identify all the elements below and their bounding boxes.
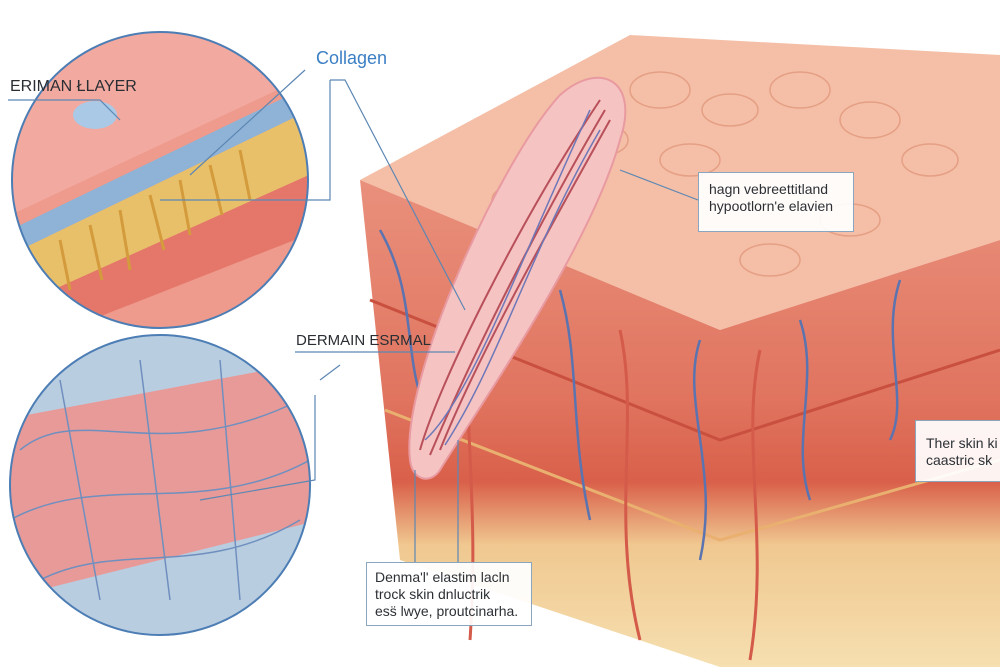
epidermal-layer-label: ERIMAN ŁLAYER [10,78,137,95]
callout-line: hypootlorn'e elavien [709,198,834,214]
collagen-fiber-bundle [408,76,627,480]
epidermis-magnified-circle [11,31,309,329]
skin-surface [360,35,1000,330]
callout-bottom-center: Denma'l' elastim lacln trock skin dnluct… [366,562,532,626]
dermis-magnified-circle [9,334,311,636]
callout-right-edge: Ther skin ki caastric sk [915,420,1000,482]
collagen-label: Collagen [316,48,388,68]
callout-line: caastric sk [926,452,993,468]
leader-lines [8,69,699,562]
callout-line: Ther skin ki [926,435,998,451]
callout-line: hagn vebreettitland [709,181,829,197]
callout-top-right: hagn vebreettitland hypootlorn'e elavien [698,172,854,232]
callout-line: ess̈ lwye, proutcinarha. [375,603,519,619]
callout-line: trock skin dnluctrik [375,586,491,602]
dermal-label: DERMAIN ESRMAL [296,332,432,349]
callout-line: Denma'l' elastim lacln [375,569,510,585]
